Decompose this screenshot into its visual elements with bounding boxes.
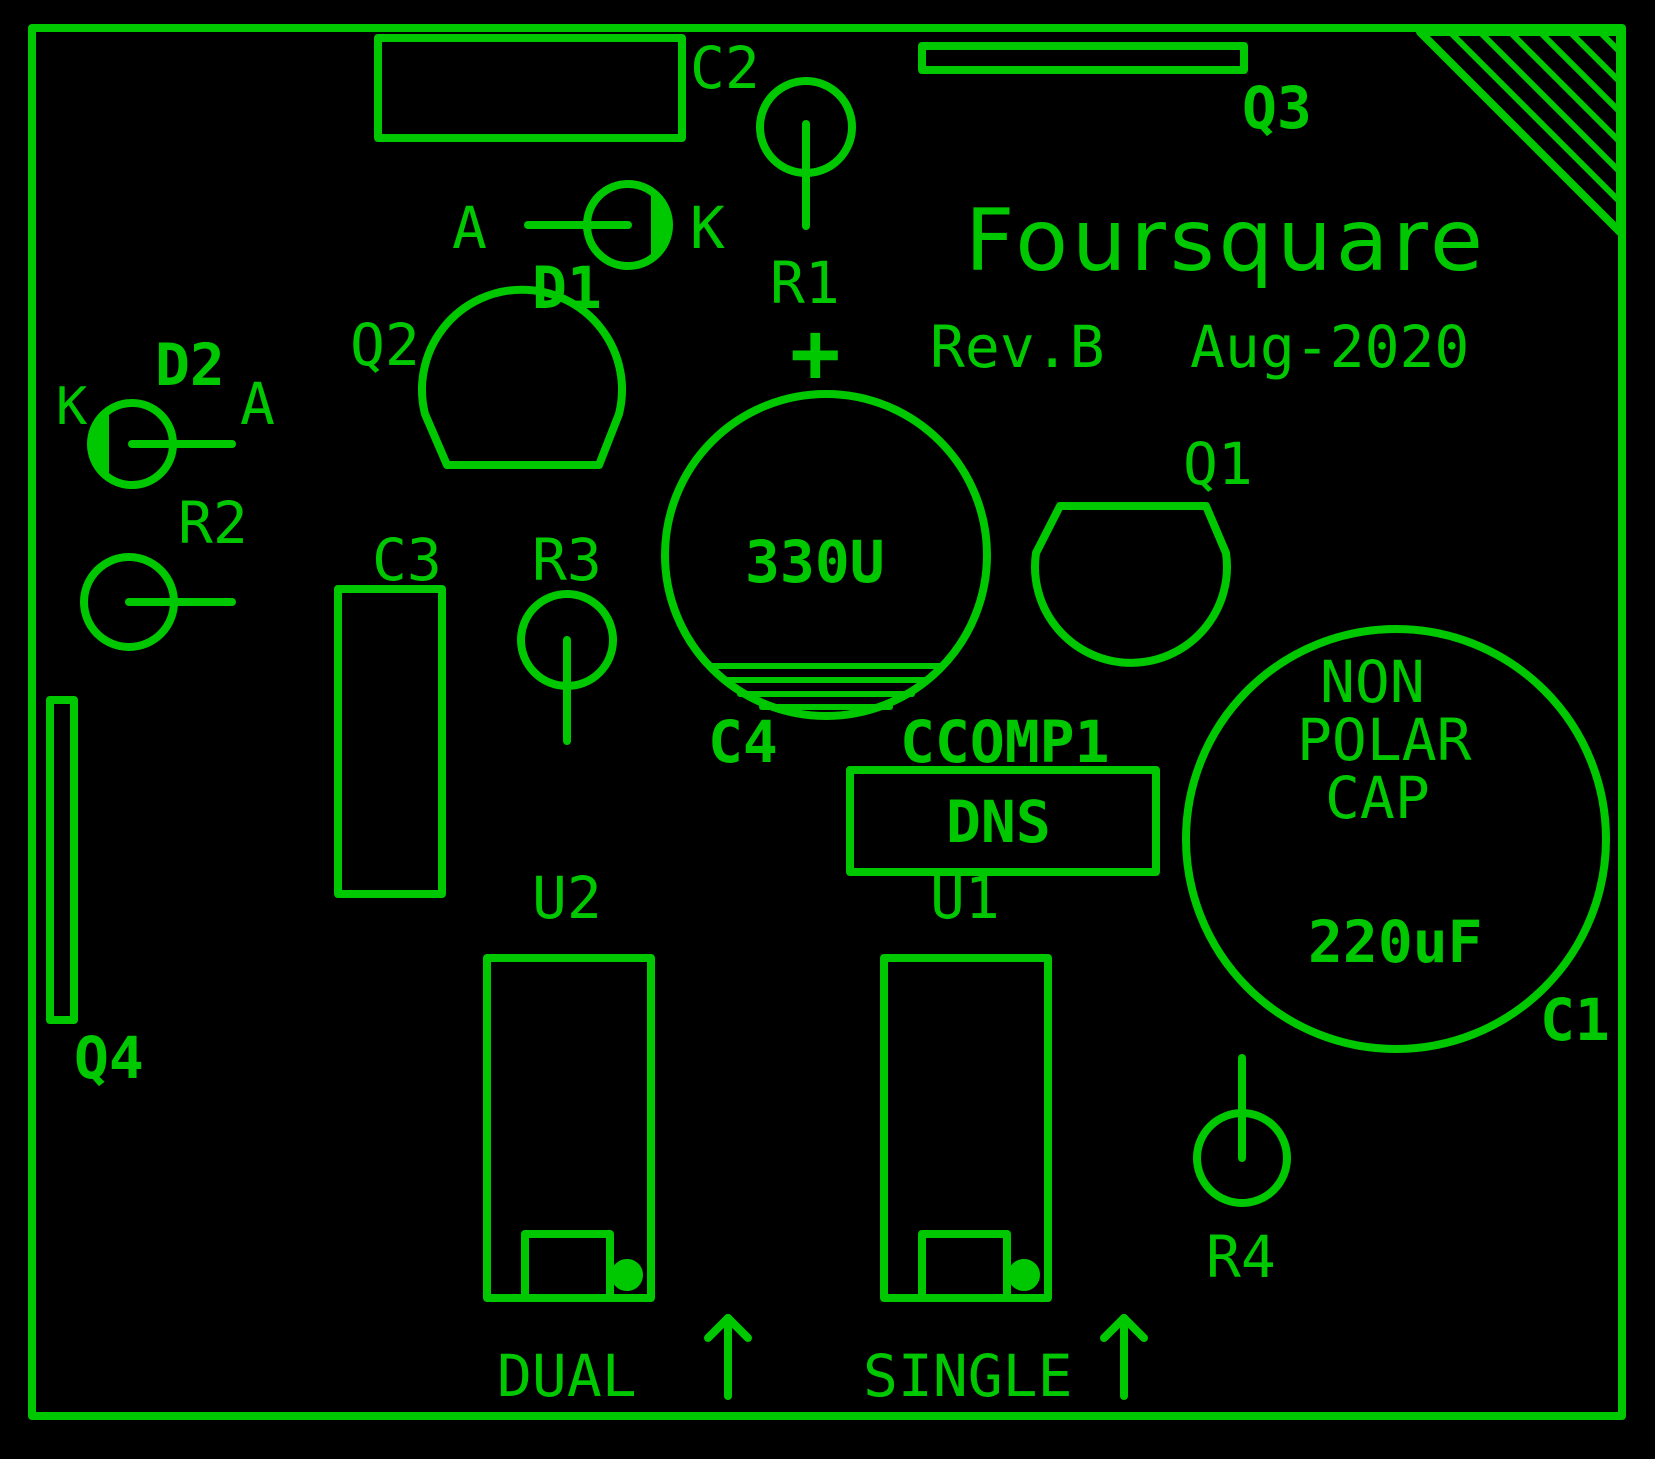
- r4-ref: R4: [1206, 1223, 1276, 1291]
- c1-line2: POLAR: [1297, 706, 1472, 774]
- single-label: SINGLE: [863, 1342, 1073, 1410]
- board-date: Aug-2020: [1190, 313, 1469, 381]
- c1-ref: C1: [1540, 986, 1610, 1054]
- d1-anode-label: A: [452, 194, 487, 262]
- q3-outline: [918, 42, 1248, 74]
- c3-ref: C3: [372, 526, 442, 594]
- q1-ref: Q1: [1183, 430, 1253, 498]
- r4-outline: [1193, 1054, 1291, 1207]
- d2-ref: D2: [155, 331, 225, 399]
- c4-outline: [661, 390, 991, 720]
- dual-label: DUAL: [497, 1342, 637, 1410]
- q2-ref: Q2: [350, 311, 420, 379]
- c4-ref: C4: [708, 708, 778, 776]
- u2-outline: [483, 954, 655, 1302]
- u1-outline: [880, 954, 1052, 1302]
- ccomp1-outline: [846, 766, 1160, 876]
- r1-outline: [756, 77, 856, 230]
- q4-outline: [46, 696, 78, 1024]
- c1-line3: CAP: [1325, 764, 1430, 832]
- q1-outline: [1031, 502, 1231, 667]
- c1-line1: NON: [1320, 648, 1425, 716]
- u1-ref: U1: [930, 864, 1000, 932]
- c1-value: 220uF: [1308, 908, 1483, 976]
- c1-outline: [1182, 625, 1610, 1053]
- d1-ref: D1: [532, 254, 602, 322]
- board-title: Foursquare: [965, 191, 1487, 291]
- ccomp1-value: DNS: [946, 788, 1051, 856]
- board-outline: [28, 24, 1626, 1420]
- hatched-corner-icon: [1416, 28, 1624, 236]
- d1-cathode-label: K: [690, 194, 725, 262]
- c4-polarity: +: [790, 304, 841, 402]
- board-revision: Rev.B: [930, 313, 1105, 381]
- q3-ref: Q3: [1242, 74, 1312, 142]
- c4-value: 330U: [745, 528, 885, 596]
- r3-outline: [517, 590, 617, 745]
- up-arrow-icon: [1100, 1314, 1148, 1400]
- u2-ref: U2: [532, 864, 602, 932]
- d2-cathode-label: K: [56, 377, 88, 437]
- r2-ref: R2: [178, 489, 248, 557]
- d2-anode-label: A: [240, 370, 275, 438]
- q2-outline: [418, 285, 626, 469]
- q4-ref: Q4: [74, 1024, 144, 1092]
- r1-ref: R1: [770, 249, 840, 317]
- c3-outline: [334, 585, 446, 898]
- ccomp1-ref: CCOMP1: [900, 708, 1110, 776]
- up-arrow-icon: [704, 1314, 752, 1400]
- d2-outline: [87, 399, 236, 489]
- r3-ref: R3: [532, 526, 602, 594]
- c2-outline: [374, 34, 686, 142]
- d1-outline: [524, 180, 673, 270]
- c2-ref: C2: [690, 34, 760, 102]
- r2-outline: [80, 553, 236, 651]
